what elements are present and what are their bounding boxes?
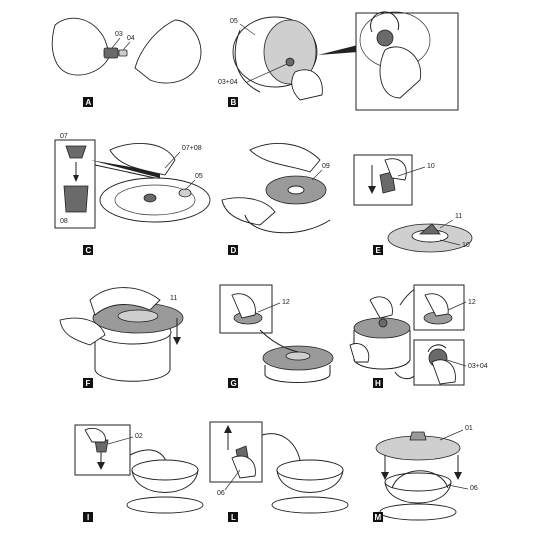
rotate-arrow-icon: [427, 344, 447, 353]
label-c-2: 07+08: [182, 145, 202, 152]
label-l-1: 06: [217, 490, 225, 497]
step-label-h: H: [375, 379, 381, 388]
step-label-g: G: [231, 379, 237, 388]
step-label-m: M: [375, 513, 382, 522]
down-arrow-icon: [73, 175, 79, 182]
label-i-1: 02: [135, 433, 143, 440]
label-e-2: 11: [455, 213, 462, 220]
label-m-1: 01: [465, 425, 473, 432]
zoom-pointer-c: [90, 160, 160, 178]
step-label-l: L: [231, 513, 236, 522]
step-badge-e: [373, 245, 383, 255]
label-a-1: 03: [115, 31, 123, 38]
label-b-1: 05: [230, 18, 238, 25]
step-label-c: C: [86, 246, 92, 255]
label-c-3: 05: [195, 173, 203, 180]
cover-knob-illustration: [409, 431, 427, 441]
panel-m: 01 06 M: [373, 425, 478, 522]
valve-assembly-illustration: [285, 57, 295, 67]
label-a-2: 04: [127, 35, 135, 42]
panel-a: 03 04 A: [51, 17, 202, 107]
step-badge-m: [373, 512, 383, 522]
step-badge-h: [373, 378, 383, 388]
panel-b: 05 03+04 B: [218, 11, 459, 111]
panel-f: 11 F: [59, 287, 184, 388]
hand-c-illustration: [109, 143, 176, 176]
label-e-3: 10: [462, 242, 470, 249]
label-f-1: 11: [170, 295, 177, 302]
panel-g: 12 G: [219, 284, 334, 388]
step-badge-l: [228, 512, 238, 522]
step-label-i: I: [87, 513, 89, 522]
hand-h-illustration: [369, 296, 393, 319]
label-m-2: 06: [470, 485, 478, 492]
panel-l: 06 L: [209, 421, 349, 522]
lid-h-illustration: [353, 317, 411, 339]
down-arrow-icon: [173, 337, 181, 345]
step-label-a: A: [86, 98, 92, 107]
step-label-b: B: [231, 98, 237, 107]
rotate-arrow-icon: [370, 11, 400, 33]
hand-d-top-illustration: [249, 143, 321, 173]
label-g-1: 12: [282, 299, 290, 306]
bowl-l-illustration: [276, 459, 344, 481]
hand-d-bottom-illustration: [221, 197, 276, 226]
step-label-d: D: [231, 246, 237, 255]
hand-f-illustration: [89, 287, 161, 316]
step-badge-i: [83, 512, 93, 522]
seal-part-04-illustration: [118, 49, 128, 57]
valve-part-03-illustration: [103, 47, 119, 59]
label-h-1: 12: [468, 299, 476, 306]
step-badge-f: [83, 378, 93, 388]
down-arrow-icon: [381, 472, 389, 480]
bowl-i-illustration: [131, 459, 199, 481]
panel-c: 07 08 07+08 05 C: [54, 133, 211, 255]
step-badge-b: [228, 97, 238, 107]
label-e-1: 10: [427, 163, 435, 170]
panel-d: 09 D: [221, 143, 331, 255]
filter-part-08-illustration: [63, 185, 89, 213]
panel-i: 02 I: [74, 424, 204, 522]
down-arrow-icon: [454, 472, 462, 480]
step-label-e: E: [376, 246, 382, 255]
down-arrow-icon: [97, 462, 105, 470]
up-arrow-icon: [224, 425, 232, 433]
label-b-2: 03+04: [218, 79, 238, 86]
zoom-pointer-b: [318, 45, 358, 55]
step-badge-a: [83, 97, 93, 107]
step-badge-d: [228, 245, 238, 255]
panel-h: 12 03+04 H: [349, 284, 488, 388]
cap-part-07-illustration: [65, 145, 87, 159]
down-arrow-icon: [368, 186, 376, 194]
label-c-4: 08: [60, 218, 68, 225]
step-badge-c: [83, 245, 93, 255]
panel-e: 10 11 10 E: [353, 154, 473, 255]
container-rim-illustration: [263, 19, 317, 85]
hand-g-illustration: [231, 293, 256, 319]
step-label-f: F: [86, 379, 91, 388]
hand-b-illustration: [291, 69, 323, 101]
right-hand-illustration: [134, 19, 202, 84]
step-badge-g: [228, 378, 238, 388]
label-c-1: 07: [60, 133, 68, 140]
left-hand-illustration: [51, 17, 111, 76]
handle-06-illustration: [391, 470, 449, 489]
label-h-2: 03+04: [468, 363, 488, 370]
label-d-1: 09: [322, 163, 330, 170]
